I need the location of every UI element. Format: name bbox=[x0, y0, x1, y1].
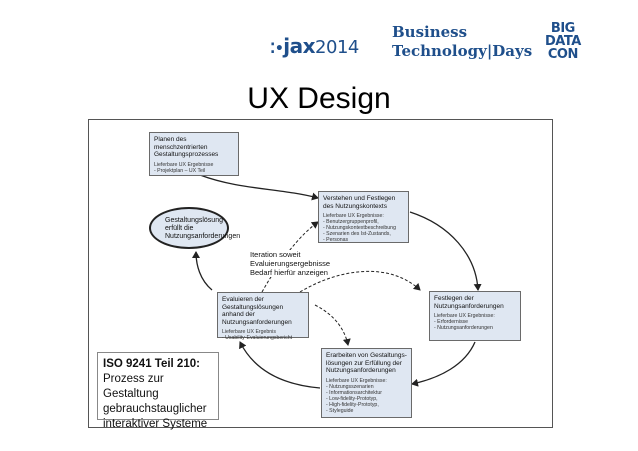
arrow-evaluate-to-ellipse bbox=[192, 251, 213, 291]
arrow-iteration-to-design bbox=[314, 304, 351, 346]
arrow-design-to-evaluate bbox=[239, 341, 321, 389]
iteration-line: Evaluierungsergebnisse bbox=[250, 259, 331, 268]
iso-title: ISO 9241 Teil 210: bbox=[103, 358, 200, 370]
box-understand-item: - Personas bbox=[323, 237, 349, 243]
business-technology-days-logo: Business Technology|Days bbox=[392, 23, 532, 61]
box-requirements: Festlegen der Nutzungsanforderungen Lief… bbox=[429, 291, 521, 341]
box-design-solutions: Erarbeiten von Gestaltungs-lösungen zur … bbox=[321, 348, 412, 418]
box-plan-item: Lieferbare UX Ergebnisse bbox=[154, 161, 214, 168]
jax-logo-text: jax bbox=[283, 34, 316, 58]
iso-standard-label: ISO 9241 Teil 210: Prozess zur Gestaltun… bbox=[97, 352, 219, 430]
ellipse-line: Gestaltungslösung bbox=[165, 217, 223, 224]
box-understand-item: Lieferbare UX Ergebnisse: bbox=[323, 213, 384, 219]
box-plan-process: Planen des menschzentrierten Gestaltungs… bbox=[149, 132, 239, 176]
box-evaluate-item: - Usability-Evaluierungsbericht bbox=[222, 335, 293, 341]
iteration-line: Bedarf hierfür anzeigen bbox=[250, 268, 328, 277]
bdc-line-3: CON bbox=[547, 47, 578, 62]
iso-line: gebrauchstauglicher bbox=[103, 403, 207, 415]
bdc-line-2: DATA bbox=[545, 34, 581, 49]
box-understand-item: - Szenarien des Ist-Zustands, bbox=[323, 231, 391, 237]
iso-line: Prozess zur Gestaltung bbox=[103, 373, 164, 400]
box-understand-item: - Nutzungskontextbeschreibung bbox=[323, 225, 396, 231]
box-design-item: - Styleguide bbox=[326, 407, 354, 414]
big-data-con-logo: BIG DATA CON bbox=[545, 22, 581, 61]
jax-logo-year: 2014 bbox=[315, 37, 359, 58]
ellipse-line: Nutzungsanforderungen bbox=[165, 233, 241, 240]
box-plan-head: Planen des menschzentrierten Gestaltungs… bbox=[154, 136, 219, 158]
box-requirements-item: - Nutzungsanforderungen bbox=[434, 325, 493, 331]
box-evaluate: Evaluieren der Gestaltungslösungen anhan… bbox=[217, 292, 309, 341]
box-design-item: - High-fidelity-Prototyp, bbox=[326, 401, 379, 408]
jax-logo: ⁚•jax2014 bbox=[270, 34, 359, 58]
box-design-item: Lieferbare UX Ergebnisse: bbox=[326, 377, 387, 384]
arrow-plan-to-understand bbox=[199, 174, 319, 201]
conference-banner: ⁚•jax2014 Business Technology|Days BIG D… bbox=[270, 18, 630, 68]
iso-line: interaktiver Systeme bbox=[103, 418, 208, 430]
box-understand-head: Verstehen und Festlegen des Nutzungskont… bbox=[323, 195, 396, 210]
arrow-iteration-to-requirements bbox=[299, 271, 421, 293]
ellipse-line: erfüllt die bbox=[165, 225, 194, 232]
box-understand-context: Verstehen und Festlegen des Nutzungskont… bbox=[318, 191, 409, 243]
btd-line-2: Technology|Days bbox=[392, 42, 533, 60]
box-understand-item: - Benutzergruppenprofil, bbox=[323, 219, 379, 225]
box-design-item: - Nutzungsszenarien bbox=[326, 383, 374, 390]
box-evaluate-item: Lieferbare UX Ergebnis bbox=[222, 329, 276, 335]
box-design-item: - Low-fidelity-Prototyp, bbox=[326, 395, 378, 402]
btd-line-1: Business bbox=[392, 23, 468, 41]
box-requirements-head: Festlegen der Nutzungsanforderungen bbox=[434, 295, 504, 310]
arrow-iteration-to-understand bbox=[261, 221, 319, 293]
box-design-item: - Informationsarchitektur bbox=[326, 389, 382, 396]
box-evaluate-head: Evaluieren der Gestaltungslösungen anhan… bbox=[222, 296, 292, 326]
box-requirements-item: - Erfordernisse bbox=[434, 319, 469, 325]
box-requirements-item: Lieferbare UX Ergebnisse: bbox=[434, 313, 495, 319]
arrow-understand-to-requirements bbox=[409, 211, 482, 291]
box-plan-item: - Projektplan – UX Teil bbox=[154, 167, 206, 174]
box-design-head: Erarbeiten von Gestaltungs-lösungen zur … bbox=[326, 352, 407, 374]
arrow-requirements-to-design bbox=[411, 341, 476, 387]
ellipse-solution-meets-requirements: Gestaltungslösung erfüllt die Nutzungsan… bbox=[149, 207, 241, 249]
iteration-line: Iteration soweit bbox=[250, 250, 301, 259]
page-title: UX Design bbox=[247, 82, 391, 115]
bdc-line-1: BIG bbox=[550, 21, 575, 36]
iteration-note: Iteration soweit Evaluierungsergebnisse … bbox=[250, 250, 331, 277]
